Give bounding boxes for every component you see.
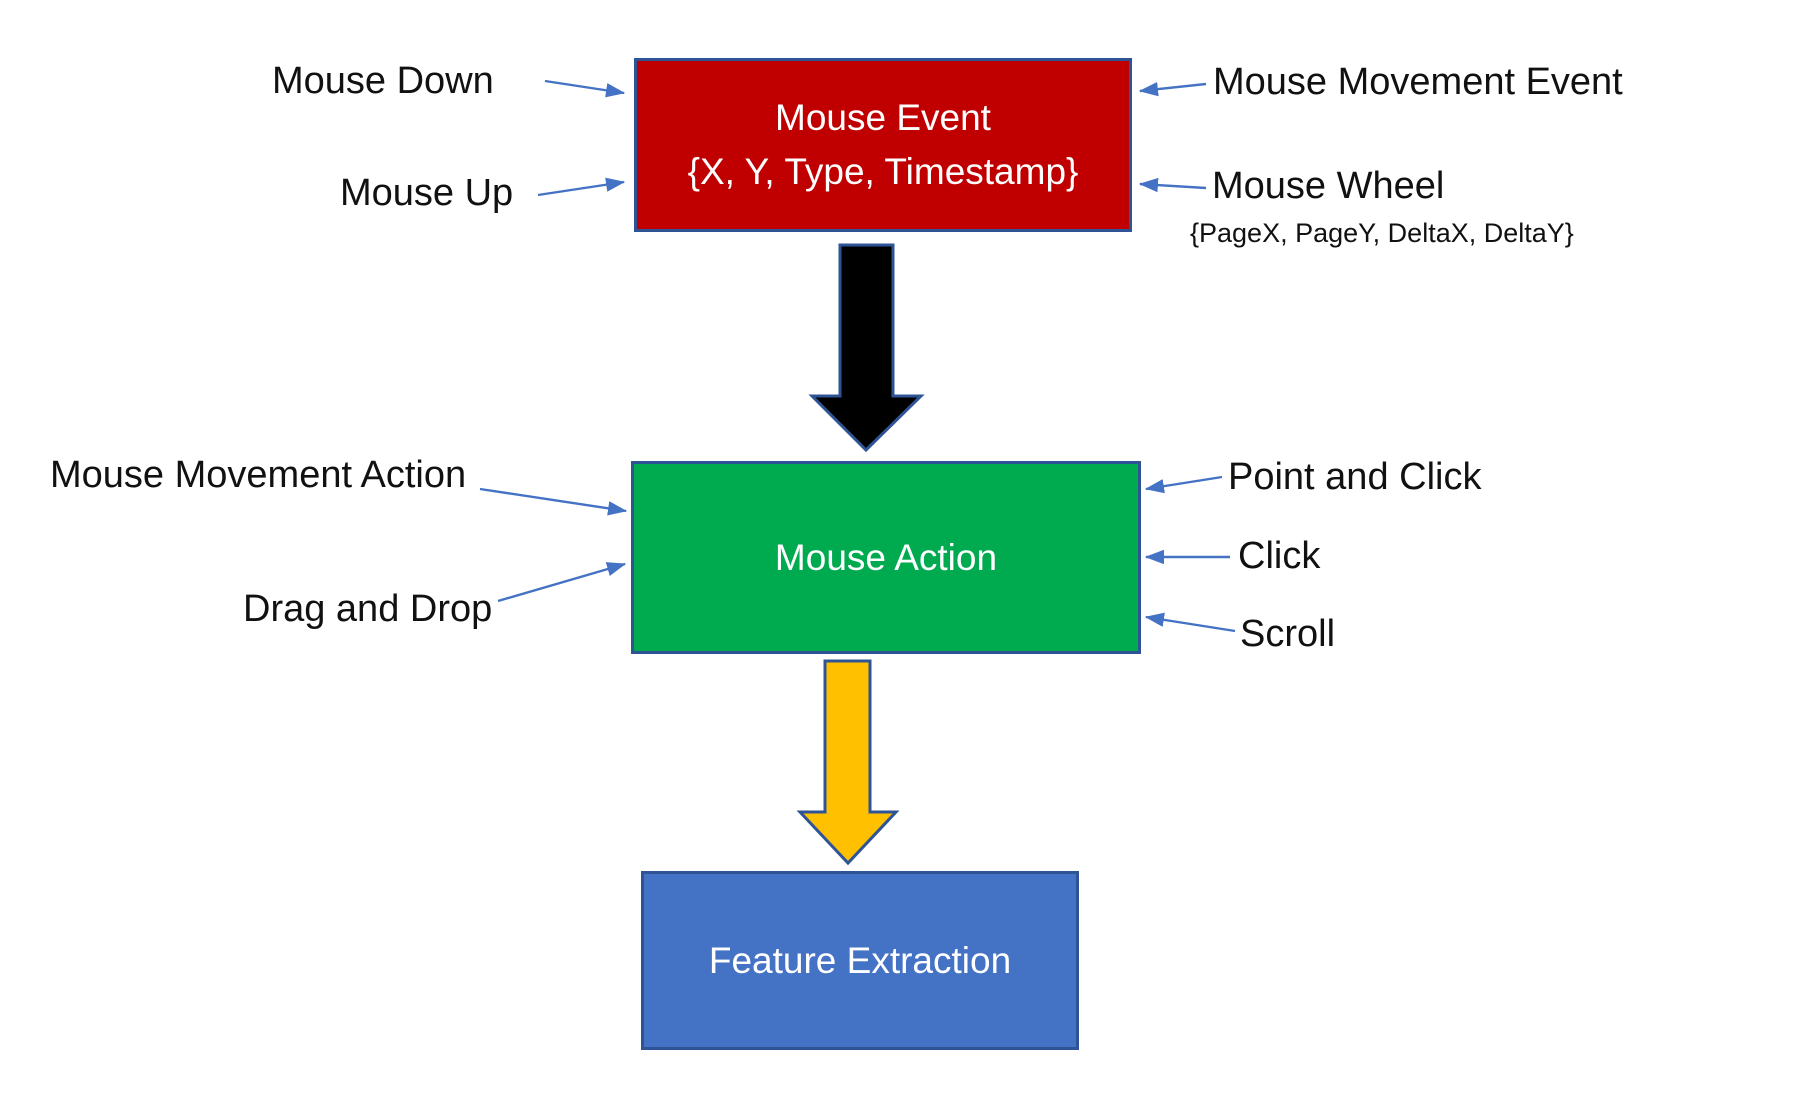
mouse-action-box-title: Mouse Action bbox=[774, 536, 998, 578]
connector-mouse-wheel bbox=[1138, 177, 1207, 193]
label-scroll: Scroll bbox=[1240, 613, 1336, 655]
label-point-and-click: Point and Click bbox=[1228, 456, 1482, 498]
mouse-event-box: Mouse Event {X, Y, Type, Timestamp} bbox=[634, 58, 1132, 232]
connector-scroll bbox=[1144, 612, 1236, 633]
label-mouse-movement-event: Mouse Movement Event bbox=[1213, 61, 1623, 103]
label-mouse-wheel-detail: {PageX, PageY, DeltaX, DeltaY} bbox=[1190, 218, 1574, 248]
label-click: Click bbox=[1238, 535, 1321, 577]
connector-mouse-up bbox=[537, 177, 626, 197]
flow-arrow-event-to-action-icon bbox=[808, 243, 925, 453]
feature-extraction-box: Feature Extraction bbox=[641, 871, 1079, 1050]
flow-arrow-action-to-feature-icon bbox=[796, 659, 900, 866]
connector-mouse-movement-action bbox=[479, 487, 628, 516]
mouse-action-box: Mouse Action bbox=[631, 461, 1141, 654]
mouse-event-box-title: Mouse Event bbox=[775, 97, 991, 139]
mouse-event-box-subtitle: {X, Y, Type, Timestamp} bbox=[687, 151, 1079, 192]
connector-point-and-click bbox=[1144, 475, 1223, 494]
connector-mouse-down bbox=[544, 79, 626, 98]
feature-extraction-box-title: Feature Extraction bbox=[708, 939, 1012, 981]
label-mouse-up: Mouse Up bbox=[340, 172, 514, 214]
label-mouse-down: Mouse Down bbox=[272, 60, 494, 102]
connector-mouse-movement-event bbox=[1138, 81, 1207, 97]
label-mouse-movement-action: Mouse Movement Action bbox=[50, 454, 467, 496]
label-drag-and-drop: Drag and Drop bbox=[243, 588, 493, 630]
label-mouse-wheel: Mouse Wheel bbox=[1212, 165, 1445, 207]
connector-drag-and-drop bbox=[497, 562, 627, 603]
